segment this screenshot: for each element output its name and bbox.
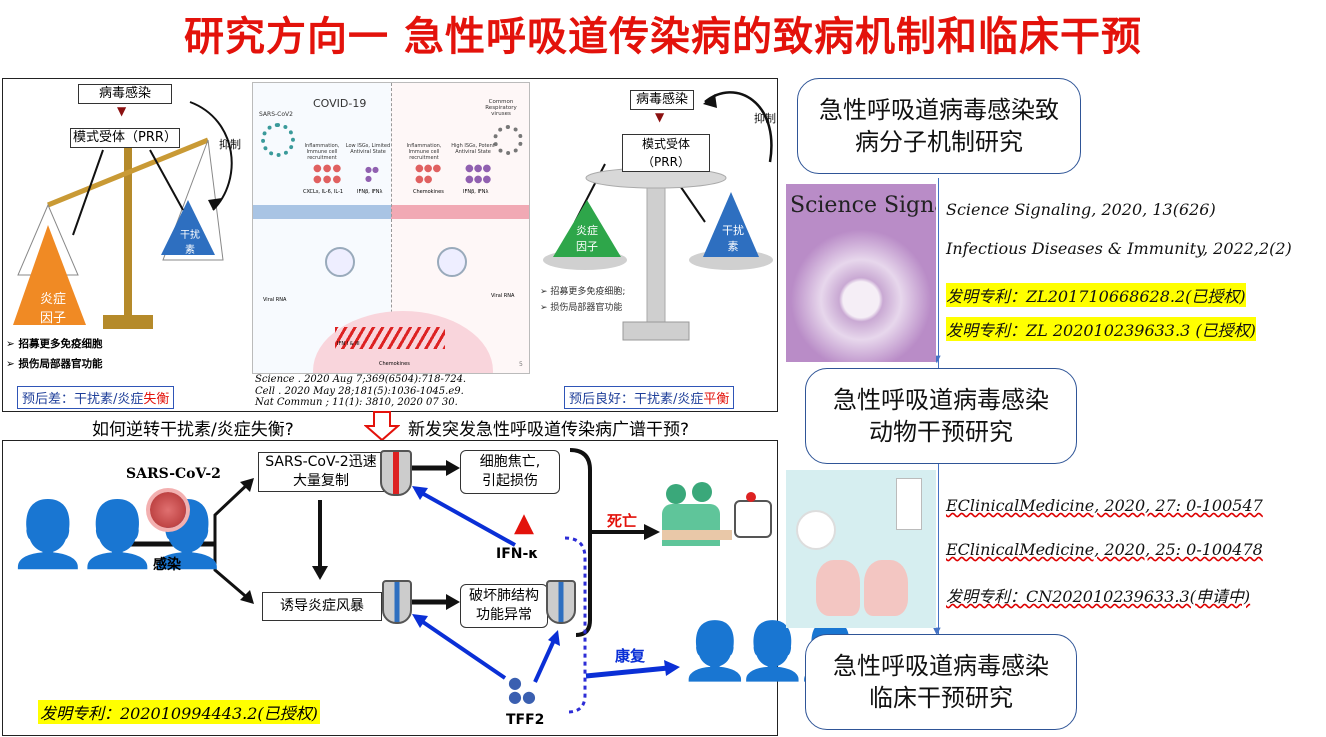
ifn-genes-label: IFN I & III xyxy=(337,341,360,347)
question-reverse: 如何逆转干扰素/炎症失衡? xyxy=(92,420,294,440)
bullet-list: ➢ 招募更多免疫细胞 ➢ 损伤局部器官功能 xyxy=(6,334,102,374)
prr-box: 模式受体（PRR） xyxy=(70,128,180,148)
pathway-label: High ISGs, Potent Antiviral State xyxy=(451,143,495,155)
shield-icon xyxy=(546,580,576,624)
inhibit-label: 抑制 xyxy=(754,112,776,125)
pathway-label: Inflammation, Immune cell recruitment xyxy=(304,143,340,161)
citation: Infectious Diseases & Immunity, 2022,2(2… xyxy=(946,239,1292,258)
ifn-kappa-label: IFN-κ xyxy=(496,546,539,562)
balanced-scale-illustration xyxy=(543,91,773,341)
shield-icon xyxy=(382,580,412,624)
prr-box: 模式受体（PRR） xyxy=(622,134,710,172)
patent-item: 发明专利：CN202010239633.3(申请中) xyxy=(946,587,1251,606)
inflammation-factor-label: 炎症 因子 xyxy=(39,292,66,326)
interferon-label: 干扰 素 xyxy=(722,224,744,253)
bullet-list: ➢ 招募更多免疫细胞; ➢ 损伤局部器官功能 xyxy=(540,284,625,316)
bullet-item: ➢ 招募更多免疫细胞 xyxy=(6,338,103,350)
infection-label: 感染 xyxy=(153,557,181,573)
down-arrow-icon: ▼ xyxy=(655,110,665,124)
patient-group-icon: 👤👤👤 xyxy=(8,498,227,572)
interferon-label: 干扰 素 xyxy=(180,230,200,256)
sars-cov2-label: SARS-CoV-2 xyxy=(126,466,221,482)
stage-clinical: 急性呼吸道病毒感染临床干预研究 xyxy=(805,634,1077,730)
ifn-kappa-icon: ▲ xyxy=(514,508,534,538)
cytokine-dots: ●●●●● xyxy=(415,163,442,185)
science-signaling-cover: Science Signaling xyxy=(786,184,936,362)
dna-helix xyxy=(335,327,445,349)
stage-animal: 急性呼吸道病毒感染动物干预研究 xyxy=(805,368,1077,464)
recovery-label: 康复 xyxy=(615,647,646,665)
citation: Science Signaling, 2020, 13(626) xyxy=(946,200,1216,219)
shield-icon xyxy=(380,450,412,496)
pathway-label: Low ISGs, Limited Antiviral State xyxy=(345,143,391,155)
viral-rna-label: Viral RNA xyxy=(263,297,287,303)
citation: EClinicalMedicine, 2020, 27: 0-100547 xyxy=(946,496,1263,515)
cytokine-dots: ●●● xyxy=(365,165,379,183)
inflammation-triangle xyxy=(13,225,86,325)
lung-damage-box: 破坏肺结构 功能异常 xyxy=(460,584,548,628)
tff2-icon: ●●● xyxy=(508,673,536,706)
coronavirus-icon xyxy=(150,492,186,528)
reference-item: Cell . 2020 May 28;181(5):1036-1045.e9. xyxy=(255,385,464,397)
covid-title: COVID-19 xyxy=(313,97,367,110)
chemokine-label: Chemokines xyxy=(413,189,444,195)
patent-item: 发明专利：ZL 202010239633.3 (已授权) xyxy=(946,317,1256,341)
tff2-label: TFF2 xyxy=(506,712,545,728)
reference-item: Nat Commun ; 11(1): 3810, 2020 07 30. xyxy=(255,397,458,408)
chemokines-bottom-label: Chemokines xyxy=(379,361,410,367)
citation: EClinicalMedicine, 2020, 25: 0-100478 xyxy=(946,540,1263,559)
question-broad-spectrum: 新发突发急性呼吸道传染病广谱干预? xyxy=(408,420,690,440)
pathway-arrows xyxy=(128,448,680,714)
bullet-item: ➢ 招募更多免疫细胞; xyxy=(540,287,626,297)
sars-label: SARS-CoV2 xyxy=(259,111,293,118)
common-virus-label: Common Respiratory viruses xyxy=(485,99,517,117)
clinical-medicine-cover xyxy=(786,470,936,628)
interferon-triangle xyxy=(161,200,215,255)
down-arrow-icon: ▼ xyxy=(933,354,941,365)
hollow-down-arrow-icon xyxy=(364,411,400,442)
cytokine-dots: ●●●●●● xyxy=(465,163,492,185)
inflammation-factor-label: 炎症 因子 xyxy=(576,224,598,253)
imbalance-scale-illustration xyxy=(13,101,233,329)
ifn-label: IFNβ, IFNλ xyxy=(357,189,383,195)
bullet-item: ➢ 损伤局部器官功能 xyxy=(540,303,623,313)
reference-list: Science . 2020 Aug 7;369(6504):718-724. … xyxy=(255,374,466,409)
virus-infection-box: 病毒感染 xyxy=(630,90,694,110)
interferon-triangle xyxy=(703,192,759,257)
down-arrow-icon: ▼ xyxy=(117,104,127,118)
cytokine-dots: ●●●●●● xyxy=(313,163,343,185)
page-title: 研究方向一 急性呼吸道传染病的致病机制和临床干预 xyxy=(184,14,1142,60)
journal-cover-title: Science Signaling xyxy=(790,193,936,218)
bullet-item: ➢ 损伤局部器官功能 xyxy=(6,358,103,370)
vesicle-icon xyxy=(437,247,467,277)
medical-team-icon xyxy=(662,480,772,560)
pathway-label: Inflammation, Immune cell recruitment xyxy=(406,143,442,161)
stage-mechanism: 急性呼吸道病毒感染致病分子机制研究 xyxy=(797,78,1081,174)
patent-note: 发明专利：202010994443.2(已授权) xyxy=(38,700,320,724)
inflammation-triangle xyxy=(553,200,621,257)
chemokine-label: CXCLs, IL-6, IL-1 xyxy=(303,189,344,195)
down-arrow-icon: ▼ xyxy=(933,626,941,637)
common-virus-icon xyxy=(493,125,523,155)
reference-item: Science . 2020 Aug 7;369(6504):718-724. xyxy=(255,374,467,385)
slide-number: 5 xyxy=(519,361,523,368)
death-label: 死亡 xyxy=(607,512,638,530)
rapid-replication-box: SARS-CoV-2迅速 大量复制 xyxy=(258,452,384,492)
sars-virus-icon xyxy=(261,123,295,157)
ifn-label: IFNβ, IFNλ xyxy=(463,189,489,195)
vesicle-icon xyxy=(325,247,355,277)
viral-rna-label: Viral RNA xyxy=(491,293,515,299)
good-prognosis-note: 预后良好：干扰素/炎症平衡 xyxy=(564,386,735,409)
pyroptosis-box: 细胞焦亡, 引起损伤 xyxy=(460,450,560,494)
cytokine-storm-box: 诱导炎症风暴 xyxy=(262,592,382,621)
poor-prognosis-note: 预后差：干扰素/炎症失衡 xyxy=(17,386,175,409)
inhibit-label: 抑制 xyxy=(219,138,241,151)
covid-diagram: COVID-19 SARS-CoV2 Common Respiratory vi… xyxy=(252,82,530,374)
patent-item: 发明专利：ZL201710668628.2(已授权) xyxy=(946,283,1246,307)
virus-infection-box: 病毒感染 xyxy=(78,84,172,104)
